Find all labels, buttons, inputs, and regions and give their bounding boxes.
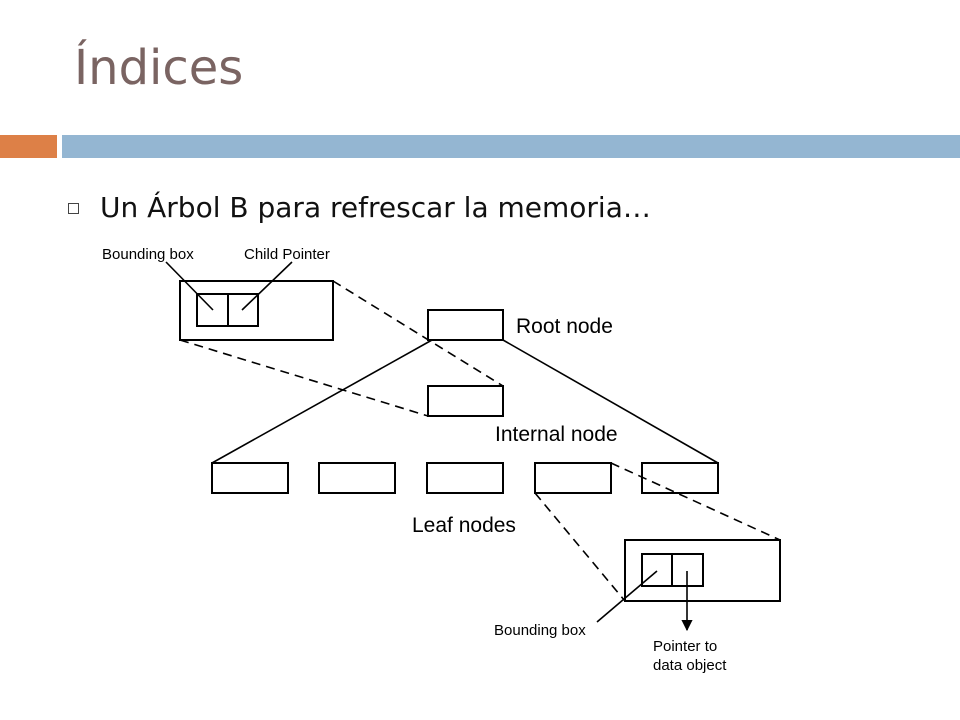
label-root-node: Root node — [516, 315, 613, 338]
bullet-text: Un Árbol B para refrescar la memoria… — [100, 191, 651, 224]
leaf-node-5 — [641, 462, 719, 494]
bullet-item: Un Árbol B para refrescar la memoria… — [68, 194, 651, 222]
zoom-line-top-upper — [332, 280, 504, 387]
label-bottom-bounding-box: Bounding box — [494, 622, 586, 639]
slide-title: Índices — [74, 40, 244, 96]
root-node-box — [427, 309, 504, 341]
label-internal-node: Internal node — [495, 423, 618, 446]
title-underline-bar — [62, 135, 960, 158]
internal-node-box — [427, 385, 504, 417]
zoom-line-top-lower — [179, 339, 429, 417]
label-top-child-pointer: Child Pointer — [244, 246, 330, 263]
zoom-bounding-box-cell-bottom — [641, 553, 673, 587]
callout-bottom-bounding-box — [596, 570, 658, 623]
label-pointer-to-data-line1: Pointer to — [653, 638, 717, 655]
zoom-line-bottom-left — [534, 492, 626, 602]
callout-top-bounding-box — [165, 261, 214, 311]
edge-root-to-rightmost — [502, 339, 719, 464]
bullet-square-icon — [68, 202, 79, 214]
label-top-bounding-box: Bounding box — [102, 246, 194, 263]
leaf-node-3 — [426, 462, 504, 494]
label-pointer-to-data-line2: data object — [653, 657, 727, 674]
edge-root-to-leftmost — [211, 339, 433, 464]
callout-top-child-pointer — [241, 261, 293, 311]
title-accent-bar — [0, 135, 57, 158]
leaf-node-4 — [534, 462, 612, 494]
leaf-node-2 — [318, 462, 396, 494]
zoom-line-bottom-right — [610, 462, 781, 541]
label-leaf-nodes: Leaf nodes — [412, 514, 516, 537]
leaf-node-1 — [211, 462, 289, 494]
